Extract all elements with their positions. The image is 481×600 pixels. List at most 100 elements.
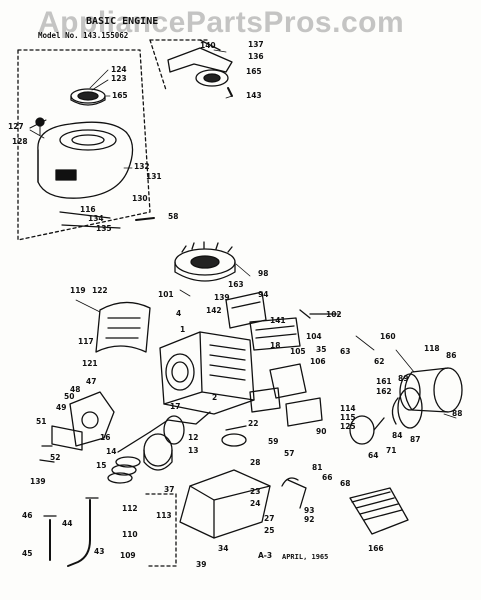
oil-base [179, 469, 271, 539]
breather-plate [269, 363, 307, 399]
part-label: 128 [12, 137, 28, 146]
part-label: 162 [376, 387, 392, 396]
part-label: 118 [424, 344, 440, 353]
part-label: 165 [112, 91, 128, 100]
part-label: 37 [164, 485, 175, 494]
model-number: Model No. 143.155062 [38, 31, 129, 40]
part-label: 160 [380, 332, 396, 341]
part-label: 131 [146, 172, 162, 181]
part-label: 139 [214, 293, 230, 302]
part-label: 44 [62, 519, 73, 528]
part-label: 135 [96, 224, 112, 233]
part-label: 23 [250, 487, 261, 496]
part-label: 48 [70, 385, 81, 394]
part-label: 143 [246, 91, 262, 100]
watermark: AppliancePartsPros.com [38, 6, 405, 39]
part-label: 39 [196, 560, 207, 569]
blower-housing [29, 117, 134, 199]
part-label: 47 [86, 377, 97, 386]
fuel-tank [399, 367, 463, 413]
bracket-plate [51, 425, 83, 451]
air-cleaner [391, 387, 423, 429]
part-label: 43 [94, 547, 105, 556]
part-label: 12 [188, 433, 199, 442]
part-label: 165 [246, 67, 262, 76]
part-label: 51 [36, 417, 47, 426]
part-label: 134 [88, 214, 104, 223]
part-label: 88 [452, 409, 463, 418]
part-label: 24 [250, 499, 261, 508]
part-label: 86 [446, 351, 457, 360]
starter-pulley [70, 88, 106, 106]
part-label: 101 [158, 290, 174, 299]
part-label: 140 [200, 41, 216, 50]
sheet-ref: A-3 [258, 551, 273, 560]
part-label: 13 [188, 446, 199, 455]
part-label: 163 [228, 280, 244, 289]
piston [143, 433, 173, 471]
part-label: 4 [176, 309, 182, 318]
part-label: 18 [270, 341, 281, 350]
part-label: 87 [410, 435, 421, 444]
part-label: 141 [270, 316, 286, 325]
part-label: 50 [64, 392, 75, 401]
part-label: 84 [392, 431, 403, 440]
part-label: 119 [70, 286, 86, 295]
cam-gear [221, 433, 247, 447]
part-label: 62 [374, 357, 385, 366]
part-label: 137 [248, 40, 264, 49]
part-label: 98 [258, 269, 269, 278]
part-label: 1 [180, 325, 186, 334]
part-label: 89 [398, 374, 409, 383]
flywheel [174, 241, 236, 282]
oil-fill-tube [43, 497, 99, 567]
engine-block [159, 331, 255, 415]
crankshaft [117, 411, 211, 453]
air-filter-pad [349, 487, 409, 535]
part-label: 132 [134, 162, 150, 171]
side-cover [69, 391, 115, 447]
part-label: 136 [248, 52, 264, 61]
part-label: 92 [304, 515, 315, 524]
part-label: 122 [92, 286, 108, 295]
part-label: 52 [50, 453, 61, 462]
part-label: 14 [106, 447, 117, 456]
part-label: 161 [376, 377, 392, 386]
part-label: 57 [284, 449, 295, 458]
part-label: 27 [264, 514, 275, 523]
part-label: 125 [340, 422, 356, 431]
governor-arm [287, 479, 307, 509]
part-label: 17 [170, 402, 181, 411]
piston-rings [107, 456, 141, 484]
part-label: 124 [111, 65, 127, 74]
part-label: 102 [326, 310, 342, 319]
part-label: 59 [268, 437, 279, 446]
part-label: 105 [290, 347, 306, 356]
part-label: 2 [212, 393, 218, 402]
part-label: 16 [100, 433, 111, 442]
part-label: 22 [248, 419, 259, 428]
part-label: 34 [218, 544, 229, 553]
part-label: 35 [316, 345, 327, 354]
part-label: 104 [306, 332, 322, 341]
part-label: 15 [96, 461, 107, 470]
part-label: 115 [340, 413, 356, 422]
part-label: 117 [78, 337, 94, 346]
part-label: 90 [316, 427, 327, 436]
cylinder-head [249, 317, 301, 351]
part-label: 109 [120, 551, 136, 560]
part-label: 46 [22, 511, 33, 520]
part-label: 25 [264, 526, 275, 535]
part-label: 139 [30, 477, 46, 486]
part-label: 110 [122, 530, 138, 539]
part-label: 58 [168, 212, 179, 221]
part-label: 49 [56, 403, 67, 412]
part-label: 94 [258, 290, 269, 299]
part-label: 64 [368, 451, 379, 460]
part-label: 142 [206, 306, 222, 315]
part-label: 121 [82, 359, 98, 368]
part-label: 116 [80, 205, 96, 214]
part-label: 81 [312, 463, 323, 472]
